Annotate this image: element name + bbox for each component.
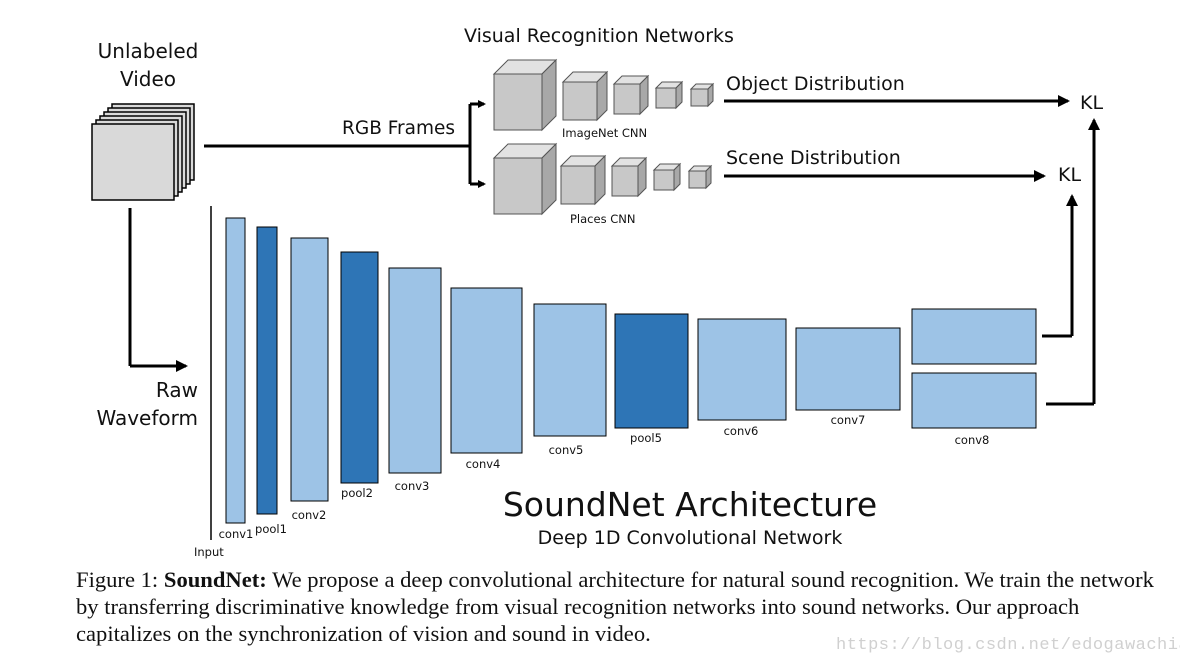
rgb-frames-label: RGB Frames — [342, 118, 455, 139]
places-cnn — [492, 142, 713, 216]
caption-figure-number: Figure 1: — [76, 567, 159, 592]
waveform-label-line2: Waveform — [96, 406, 198, 430]
watermark-text: https://blog.csdn.net/edogawachia — [836, 636, 1180, 655]
places-cnn-label: Places CNN — [570, 212, 635, 226]
places-layer-cube — [492, 142, 558, 216]
imagenet-cnn-label: ImageNet CNN — [562, 126, 647, 140]
object-distribution-label: Object Distribution — [726, 73, 905, 95]
scene-distribution-label: Scene Distribution — [726, 147, 901, 169]
layer-label-conv7: conv7 — [831, 413, 866, 427]
video-title-line2: Video — [120, 67, 176, 91]
places-layer-cube — [687, 164, 713, 190]
layer-label-pool5: pool5 — [630, 431, 662, 445]
layer-block-conv3 — [388, 267, 442, 474]
layer-label-conv1: conv1 — [219, 527, 254, 541]
places-layer-cube — [652, 162, 682, 192]
imagenet-layer-cube — [689, 82, 715, 108]
imagenet-layer-cube — [492, 58, 558, 132]
imagenet-layer-cube — [654, 80, 684, 110]
caption-network-name: SoundNet: — [163, 567, 267, 592]
layer-block-conv1 — [225, 217, 246, 524]
layer-label-conv5: conv5 — [549, 443, 584, 457]
imagenet-layer-cube — [561, 70, 609, 122]
layer-label-conv3: conv3 — [395, 479, 430, 493]
layer-label-conv4: conv4 — [466, 457, 501, 471]
caption-text: We propose a deep convolutional architec… — [76, 567, 1154, 646]
video-frames-stack — [91, 103, 195, 201]
places-layer-cube — [610, 156, 648, 198]
layer-label-conv2: conv2 — [292, 508, 327, 522]
layer-block-conv7 — [795, 327, 901, 411]
kl-bottom-label: KL — [1058, 164, 1081, 186]
layer-block-conv4 — [450, 287, 523, 454]
layer-block-pool1 — [256, 226, 278, 515]
conv8-output-arrows — [1042, 118, 1100, 406]
layer-block-pool2 — [340, 251, 379, 484]
layer-label-pool2: pool2 — [341, 486, 373, 500]
kl-top-label: KL — [1080, 92, 1103, 114]
imagenet-layer-cube — [612, 74, 650, 116]
input-label: Input — [194, 545, 224, 559]
rgb-frames-arrow — [204, 100, 486, 188]
video-title-line1: Unlabeled — [98, 39, 199, 63]
layer-block-conv8 — [911, 308, 1037, 365]
layer-block-conv2 — [290, 237, 329, 502]
layer-label-conv6: conv6 — [724, 424, 759, 438]
waveform-arrow — [128, 208, 188, 372]
visual-networks-title: Visual Recognition Networks — [464, 25, 734, 47]
layer-block-pool5 — [614, 313, 689, 429]
distribution-arrows — [724, 95, 1070, 182]
layer-label-pool1: pool1 — [255, 522, 287, 536]
figure-caption: Figure 1: SoundNet: We propose a deep co… — [76, 566, 1156, 647]
architecture-subtitle: Deep 1D Convolutional Network — [538, 527, 843, 549]
layer-block-conv6 — [697, 318, 787, 421]
layer-block-conv8-b — [911, 372, 1037, 429]
layer-label-conv8: conv8 — [955, 433, 990, 447]
places-layer-cube — [559, 154, 607, 206]
waveform-label-line1: Raw — [156, 378, 198, 402]
imagenet-cnn — [492, 58, 715, 132]
layer-block-conv5 — [533, 303, 607, 437]
architecture-title: SoundNet Architecture — [503, 485, 877, 524]
